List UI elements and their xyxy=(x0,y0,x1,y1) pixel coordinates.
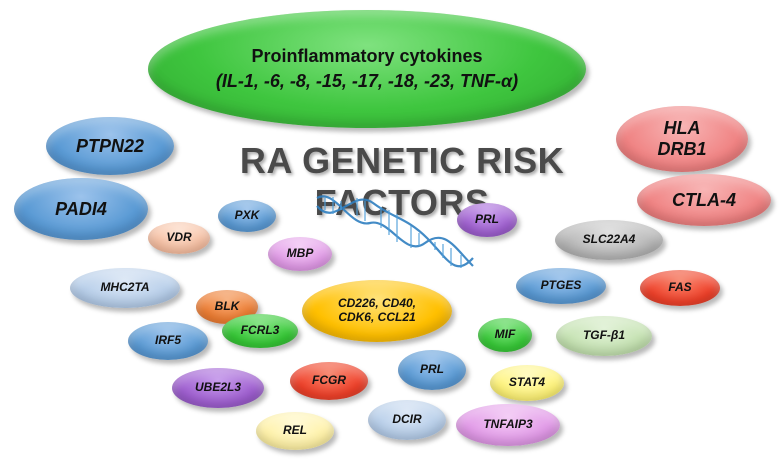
gene-ptpn22-label: PTPN22 xyxy=(75,135,145,156)
gene-fcrl3: FCRL3 xyxy=(222,314,298,348)
gene-tgfb1-label: TGF-β1 xyxy=(582,328,626,343)
gene-prl-top: PRL xyxy=(457,203,517,237)
gene-rel-label: REL xyxy=(283,423,307,438)
gene-pxk-label: PXK xyxy=(234,208,260,223)
gene-rel: REL xyxy=(256,412,334,450)
cytokines-title: Proinflammatory cytokines xyxy=(251,46,483,67)
gene-prl-bottom-label: PRL xyxy=(420,362,444,377)
gene-pxk: PXK xyxy=(218,200,276,232)
gene-tnfaip3-label: TNFAIP3 xyxy=(483,417,533,432)
gene-stat4-label: STAT4 xyxy=(508,375,546,390)
cytokines-oval: Proinflammatory cytokines (IL-1, -6, -8,… xyxy=(148,10,586,128)
gene-drb1-label: DRB1 xyxy=(657,139,707,159)
gene-padi4: PADI4 xyxy=(14,178,148,240)
gene-vdr-label: VDR xyxy=(166,230,192,245)
gene-center-group: CD226, CD40, CDK6, CCL21 xyxy=(302,280,452,342)
gene-mhc2ta: MHC2TA xyxy=(70,268,180,308)
gene-fcrl3-label: FCRL3 xyxy=(240,323,280,338)
gene-blk-label: BLK xyxy=(214,299,240,314)
gene-fas-label: FAS xyxy=(668,280,692,295)
gene-mif-label: MIF xyxy=(494,327,516,342)
gene-slc22a4: SLC22A4 xyxy=(555,220,663,260)
gene-mbp-label: MBP xyxy=(286,246,314,261)
gene-center-line2: CDK6, CCL21 xyxy=(338,310,416,324)
gene-prl-top-label: PRL xyxy=(475,212,499,227)
gene-mbp: MBP xyxy=(268,237,332,271)
gene-ptges-label: PTGES xyxy=(540,278,582,293)
gene-ptges: PTGES xyxy=(516,268,606,304)
gene-irf5-label: IRF5 xyxy=(154,333,181,348)
gene-slc22a4-label: SLC22A4 xyxy=(582,232,636,247)
gene-dcir-label: DCIR xyxy=(392,412,422,427)
gene-tgfb1: TGF-β1 xyxy=(556,316,652,356)
gene-ube2l3-label: UBE2L3 xyxy=(194,380,241,395)
gene-mif: MIF xyxy=(478,318,532,352)
page-title: RA GENETIC RISK FACTORS xyxy=(239,140,565,223)
gene-hla-label: HLA xyxy=(663,118,701,139)
gene-ptpn22: PTPN22 xyxy=(46,117,174,175)
gene-ctla4-label: CTLA-4 xyxy=(672,189,736,210)
gene-irf5: IRF5 xyxy=(128,322,208,360)
cytokines-list: (IL-1, -6, -8, -15, -17, -18, -23, TNF-α… xyxy=(215,71,519,91)
gene-ube2l3: UBE2L3 xyxy=(172,368,264,408)
gene-dcir: DCIR xyxy=(368,400,446,440)
gene-padi4-label: PADI4 xyxy=(55,198,107,219)
dna-helix-icon xyxy=(316,195,474,268)
gene-fas: FAS xyxy=(640,270,720,306)
gene-center-line1: CD226, CD40, xyxy=(337,296,417,311)
gene-hla-drb1: HLA DRB1 xyxy=(616,106,748,172)
gene-ctla4: CTLA-4 xyxy=(637,174,771,226)
gene-tnfaip3: TNFAIP3 xyxy=(456,404,560,446)
gene-fcgr-label: FCGR xyxy=(312,373,346,388)
gene-vdr: VDR xyxy=(148,222,210,254)
gene-prl-bottom: PRL xyxy=(398,350,466,390)
gene-mhc2ta-label: MHC2TA xyxy=(100,280,150,295)
gene-stat4: STAT4 xyxy=(490,365,564,401)
gene-fcgr: FCGR xyxy=(290,362,368,400)
